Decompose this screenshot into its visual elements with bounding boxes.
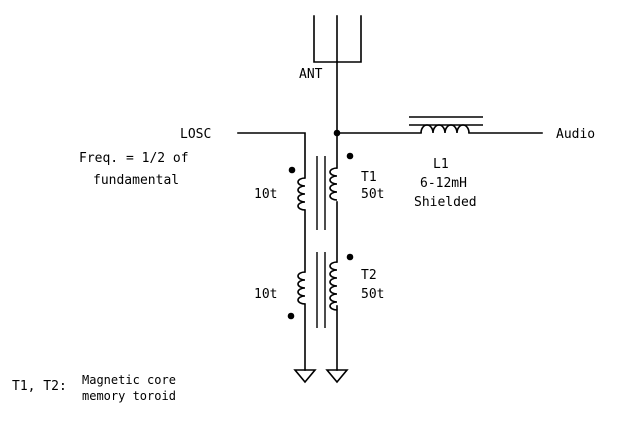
t2-name: T2 bbox=[361, 268, 377, 283]
t2-primary-phase-dot bbox=[287, 312, 295, 320]
t2-secondary-phase-dot bbox=[346, 253, 354, 261]
t1-turns: 50t bbox=[361, 187, 384, 202]
t1-transformer bbox=[288, 152, 354, 230]
note-prefix: T1, T2: bbox=[12, 379, 67, 394]
antenna-symbol bbox=[313, 15, 362, 63]
ground-left-symbol bbox=[293, 369, 317, 384]
losc-label: LOSC bbox=[180, 127, 211, 142]
l1-name: L1 bbox=[433, 157, 449, 172]
losc-wire bbox=[237, 132, 306, 371]
audio-label: Audio bbox=[556, 127, 595, 142]
antenna-label: ANT bbox=[299, 67, 323, 82]
t1-name: T1 bbox=[361, 170, 377, 185]
l1-value: 6-12mH bbox=[420, 176, 467, 191]
t2-primary-turns: 10t bbox=[254, 287, 277, 302]
t1-secondary-phase-dot bbox=[346, 152, 354, 160]
l1-inductor bbox=[409, 116, 483, 134]
t1-primary-phase-dot bbox=[288, 166, 296, 174]
freq-label-line2: fundamental bbox=[93, 173, 179, 188]
freq-label-line1: Freq. = 1/2 of bbox=[79, 151, 189, 166]
note-line2: memory toroid bbox=[82, 389, 176, 403]
t2-turns: 50t bbox=[361, 287, 384, 302]
ground-right-symbol bbox=[325, 369, 349, 384]
l1-type: Shielded bbox=[414, 195, 477, 210]
note-line1: Magnetic core bbox=[82, 373, 176, 387]
t2-transformer bbox=[287, 252, 354, 328]
t1-primary-turns: 10t bbox=[254, 187, 277, 202]
